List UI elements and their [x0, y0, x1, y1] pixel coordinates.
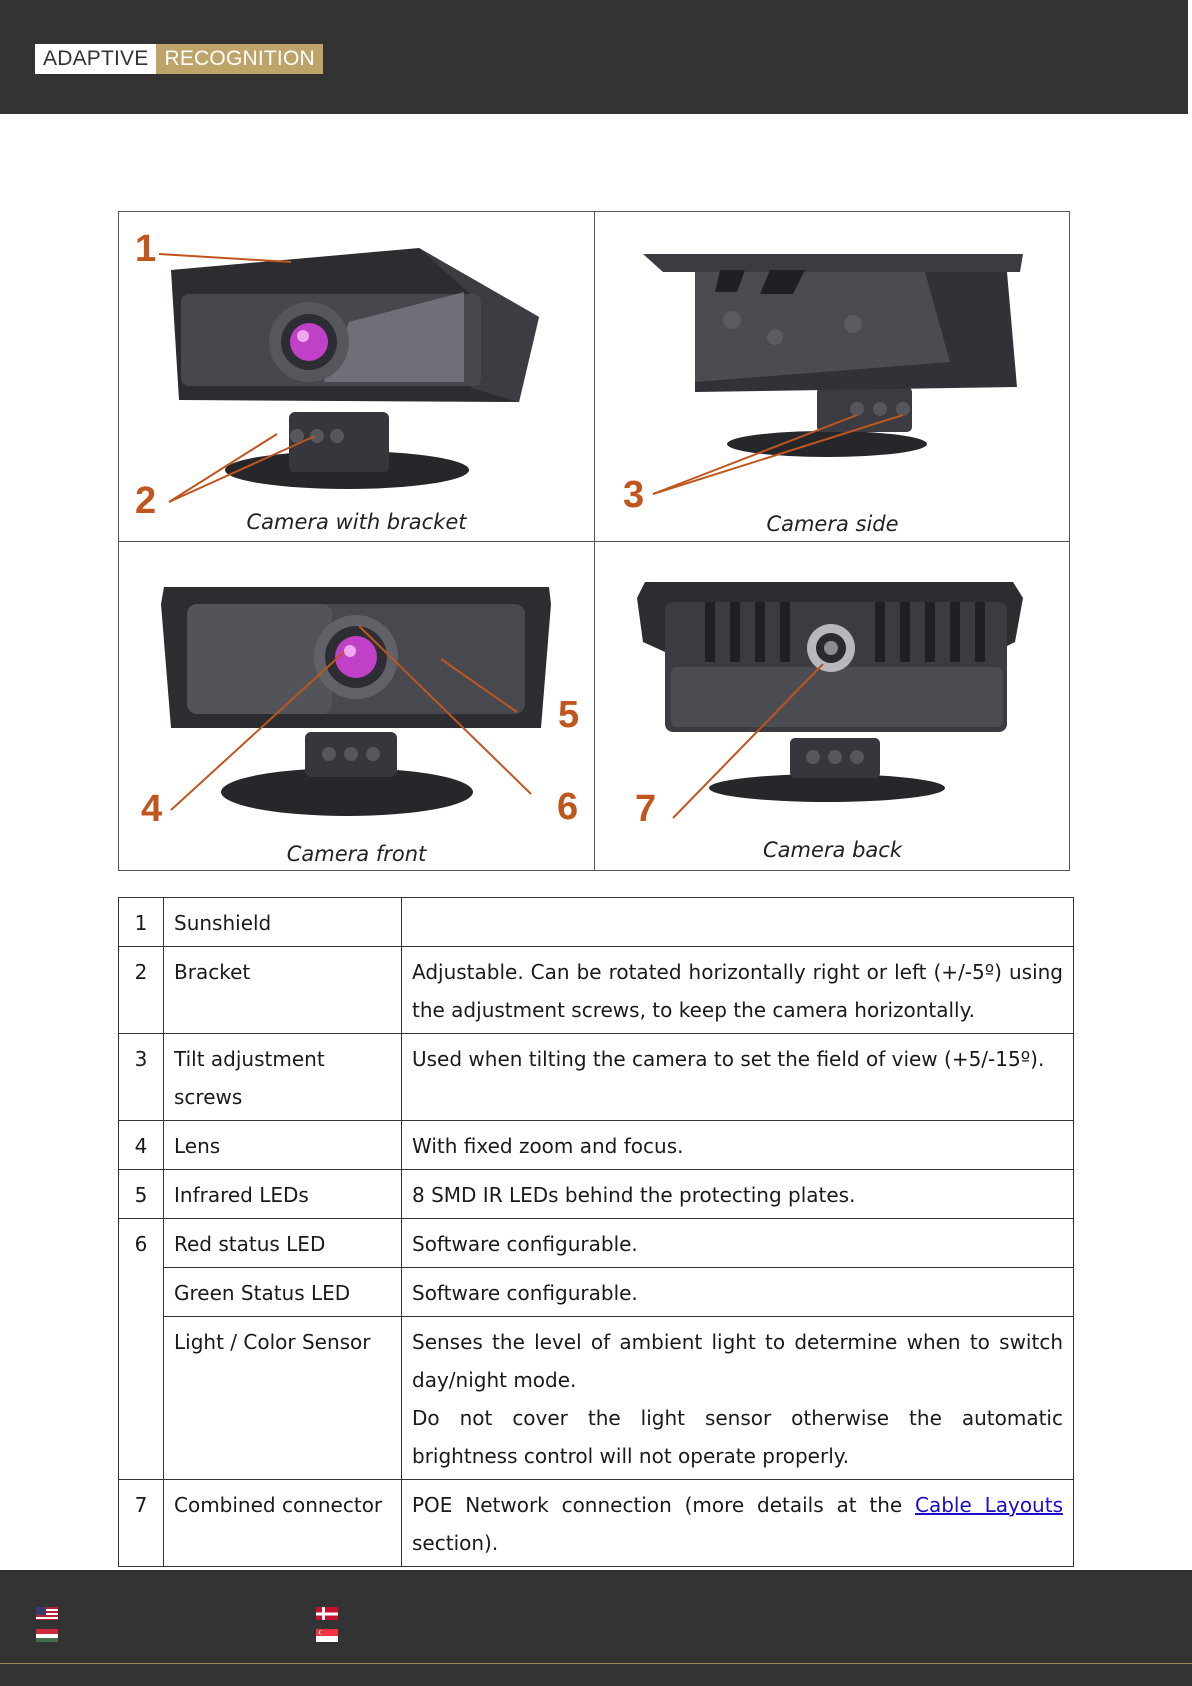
camera-figure: 1 2 Camera with bracket 3 Camera side [118, 211, 1070, 871]
description-paragraph: Do not cover the light sensor otherwise … [412, 1406, 1063, 1468]
table-row: 5 Infrared LEDs 8 SMD IR LEDs behind the… [118, 1169, 1074, 1219]
camera-back-image: 7 Camera back [595, 542, 1070, 871]
component-description: With fixed zoom and focus. [401, 1120, 1074, 1170]
components-table: 1 Sunshield 2 Bracket Adjustable. Can be… [118, 897, 1074, 1567]
component-name: Sunshield [163, 897, 402, 947]
component-name: Bracket [163, 946, 402, 1034]
camera-with-bracket-image: 1 2 Camera with bracket [119, 212, 594, 541]
component-description: POE Network connection (more details at … [401, 1479, 1074, 1567]
component-name: Red status LED [163, 1218, 402, 1268]
component-name: Green Status LED [163, 1267, 402, 1317]
page-footer [0, 1570, 1192, 1686]
logo-text-adaptive: ADAPTIVE [35, 44, 157, 74]
callout-2: 2 [135, 480, 157, 522]
component-name: Lens [163, 1120, 402, 1170]
table-row: Light / Color Sensor Senses the level of… [119, 1316, 1074, 1480]
table-row: 1 Sunshield [118, 897, 1074, 947]
caption-camera-back: Camera back [763, 838, 902, 862]
table-row: 6 Red status LED Software configurable. [118, 1218, 1074, 1480]
callout-1: 1 [135, 228, 157, 270]
component-description: Used when tilting the camera to set the … [401, 1033, 1074, 1121]
description-text: section). [412, 1531, 499, 1555]
description-text: POE Network connection (more details at … [412, 1493, 915, 1517]
hungary-flag-icon [36, 1628, 58, 1642]
component-name: Tilt adjustment screws [163, 1033, 402, 1121]
callout-4: 4 [141, 788, 163, 830]
callout-6: 6 [557, 786, 579, 828]
us-flag-icon [36, 1606, 58, 1620]
callout-3: 3 [623, 474, 645, 516]
component-description: 8 SMD IR LEDs behind the protecting plat… [401, 1169, 1074, 1219]
caption-camera-with-bracket: Camera with bracket [246, 510, 467, 534]
table-row: 3 Tilt adjustment screws Used when tilti… [118, 1033, 1074, 1121]
caption-camera-side: Camera side [766, 512, 899, 536]
callout-7: 7 [635, 788, 657, 830]
component-name: Infrared LEDs [163, 1169, 402, 1219]
table-row: 4 Lens With fixed zoom and focus. [118, 1120, 1074, 1170]
table-row: 2 Bracket Adjustable. Can be rotated hor… [118, 946, 1074, 1034]
denmark-flag-icon [316, 1606, 338, 1620]
row-number: 2 [118, 946, 164, 1034]
row-number: 1 [118, 897, 164, 947]
company-logo[interactable]: ADAPTIVE RECOGNITION [35, 44, 323, 74]
component-name: Combined connector [163, 1479, 402, 1567]
row-number: 3 [118, 1033, 164, 1121]
row-number: 5 [118, 1169, 164, 1219]
cable-layouts-link[interactable]: Cable Layouts [915, 1493, 1063, 1517]
callout-5: 5 [558, 694, 580, 736]
footer-divider [0, 1663, 1192, 1664]
page-header: ADAPTIVE RECOGNITION [0, 0, 1188, 114]
row-number: 6 [118, 1218, 164, 1480]
component-description [401, 897, 1074, 947]
table-row: Green Status LED Software configurable. [119, 1267, 1074, 1317]
caption-camera-front: Camera front [286, 842, 427, 866]
component-description: Adjustable. Can be rotated horizontally … [401, 946, 1074, 1034]
component-description: Senses the level of ambient light to det… [401, 1316, 1074, 1480]
singapore-flag-icon [316, 1628, 338, 1642]
description-paragraph: Senses the level of ambient light to det… [412, 1330, 1063, 1392]
component-description: Software configurable. [401, 1218, 1074, 1268]
component-description: Software configurable. [401, 1267, 1074, 1317]
logo-text-recognition: RECOGNITION [156, 44, 323, 74]
component-name: Light / Color Sensor [163, 1316, 402, 1480]
camera-front-image: 4 5 6 Camera front [119, 542, 594, 871]
camera-side-image: 3 Camera side [595, 212, 1070, 541]
table-row: 7 Combined connector POE Network connect… [118, 1479, 1074, 1567]
row-number: 7 [118, 1479, 164, 1567]
row-number: 4 [118, 1120, 164, 1170]
